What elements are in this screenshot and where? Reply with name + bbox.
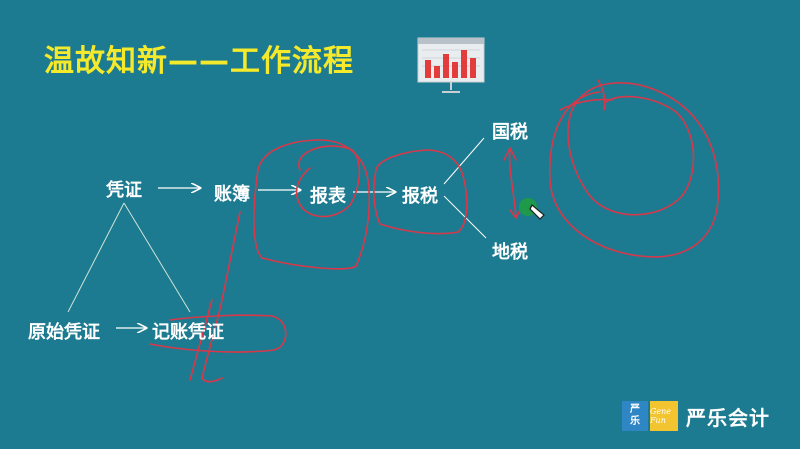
ink-line-down-2 — [189, 299, 213, 381]
logo-brand-text: 严乐会计 — [686, 405, 770, 430]
logo-badge: 严 乐 — [622, 401, 648, 431]
ink-box-zhangbu-baobiao — [253, 139, 371, 270]
node-dishui: 地税 — [492, 242, 528, 263]
line-pingzheng-yuanshi — [67, 202, 125, 313]
logo-badge-bottom: 乐 — [630, 416, 640, 427]
node-guoshui: 国税 — [492, 122, 528, 143]
logo-script-badge: Gene Fun — [650, 401, 678, 431]
node-baobiao: 报表 — [310, 186, 346, 207]
ink-underline-jizhang — [149, 314, 287, 353]
logo-badge-top: 严 — [630, 404, 640, 415]
node-jizhang-pingzheng: 记账凭证 — [152, 322, 224, 343]
node-yuanshi-pingzheng: 原始凭证 — [28, 322, 100, 343]
line-pingzheng-jizhang — [123, 202, 191, 313]
logo-script-text: Gene Fun — [650, 407, 672, 425]
ink-box-baoshui — [373, 149, 468, 235]
bar-chart-board-icon — [417, 37, 485, 93]
ink-annotations — [149, 79, 720, 383]
ink-arrow-guoshui-dishui — [503, 147, 522, 219]
pen-cursor-icon — [519, 198, 545, 220]
line-baoshui-guoshui — [443, 137, 485, 185]
node-pingzheng: 凭证 — [106, 180, 142, 201]
ink-line-down — [201, 211, 241, 383]
node-baoshui: 报税 — [402, 186, 438, 207]
brand-logo: 严 乐 Gene Fun 严乐会计 — [622, 400, 770, 432]
ink-big-loop — [548, 82, 720, 258]
ink-circle-baobiao — [295, 145, 361, 218]
ink-loop-inner — [559, 79, 613, 111]
slide-title: 温故知新——工作流程 — [44, 44, 354, 79]
node-zhangbu: 账簿 — [214, 184, 250, 205]
